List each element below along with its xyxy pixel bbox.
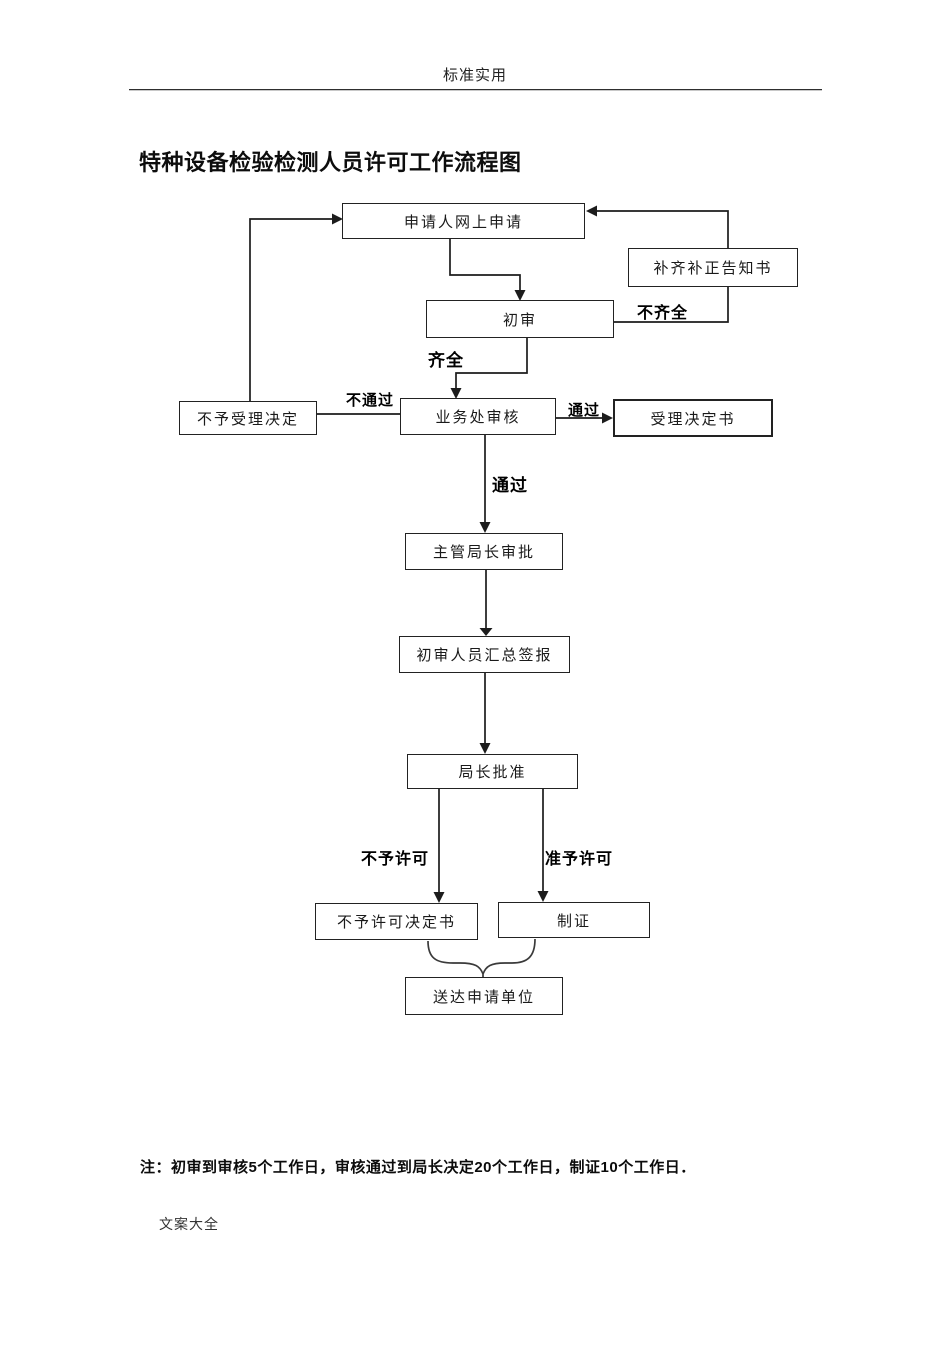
node-chief-approval: 局长批准 — [407, 754, 578, 789]
edge-noaccept-to-apply — [249, 218, 334, 401]
edge-review-to-business — [455, 338, 528, 390]
timing-note: 注：初审到审核5个工作日，审核通过到局长决定20个工作日，制证10个工作日． — [140, 1159, 696, 1176]
node-no-accept-decision: 不予受理决定 — [179, 401, 317, 435]
node-business-review: 业务处审核 — [400, 398, 556, 435]
arrowhead-into-director — [479, 522, 491, 533]
label-incomplete: 不齐全 — [637, 305, 689, 322]
header-divider — [129, 89, 822, 91]
arrowhead-into-review — [514, 290, 526, 301]
label-not-passed: 不通过 — [346, 392, 395, 409]
node-summary-report: 初审人员汇总签报 — [399, 636, 570, 673]
arrowhead-into-apply-right — [586, 205, 597, 217]
arrowhead-into-apply-left — [332, 213, 343, 225]
edge-merge-brace — [427, 938, 536, 977]
arrowhead-into-certificate — [537, 891, 549, 902]
label-passed-right: 通过 — [568, 402, 601, 419]
arrowhead-into-nolicense — [433, 892, 445, 903]
node-first-review: 初审 — [426, 300, 614, 338]
page-title: 特种设备检验检测人员许可工作流程图 — [139, 150, 522, 175]
label-deny-license: 不予许可 — [361, 851, 430, 868]
page-header-text: 标准实用 — [442, 68, 507, 84]
page-footer-text: 文案大全 — [159, 1218, 219, 1233]
arrowhead-into-accept — [602, 412, 613, 424]
node-supplement-notice: 补齐补正告知书 — [628, 248, 798, 287]
edge-apply-to-review — [449, 239, 521, 292]
node-make-certificate: 制证 — [498, 902, 650, 938]
arrowhead-into-chief — [479, 743, 491, 754]
label-passed-down: 通过 — [492, 476, 528, 495]
label-grant-license: 准予许可 — [545, 851, 614, 868]
node-accept-decision: 受理决定书 — [613, 399, 773, 437]
node-director-approval: 主管局长审批 — [405, 533, 563, 570]
label-complete: 齐全 — [428, 351, 464, 370]
node-no-license-decision: 不予许可决定书 — [315, 903, 478, 940]
arrowhead-into-business — [450, 388, 462, 399]
node-apply-online: 申请人网上申请 — [342, 203, 585, 239]
node-deliver-to-applicant: 送达申请单位 — [405, 977, 563, 1015]
arrowhead-into-summary — [479, 628, 493, 636]
